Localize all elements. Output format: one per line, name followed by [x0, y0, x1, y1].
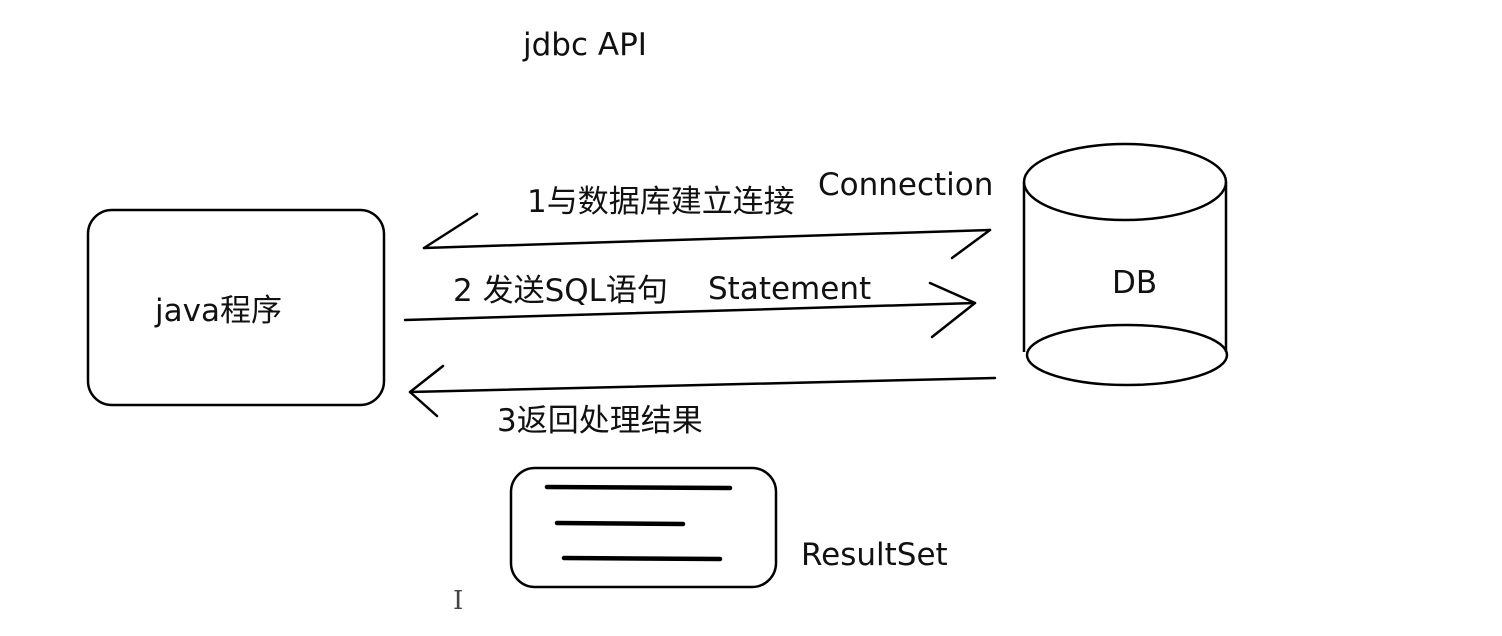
statement-arrow	[403, 281, 977, 339]
step-2-label: 2 发送SQL语句	[453, 273, 668, 309]
text-cursor-icon: I	[453, 586, 464, 616]
database-label: DB	[1112, 265, 1158, 301]
java-program-label: java程序	[155, 293, 282, 329]
document-lines-icon	[509, 466, 778, 589]
java-program-box	[86, 208, 386, 407]
connection-arrow	[422, 212, 992, 260]
connection-label: Connection	[818, 167, 994, 203]
database-cylinder-icon	[1022, 142, 1229, 387]
diagram-title: jdbc API	[523, 27, 647, 63]
result-arrow	[408, 364, 997, 418]
statement-label: Statement	[708, 271, 872, 307]
step-1-label: 1与数据库建立连接	[527, 184, 795, 220]
resultset-label: ResultSet	[801, 537, 948, 573]
step-3-label: 3返回处理结果	[497, 403, 703, 439]
